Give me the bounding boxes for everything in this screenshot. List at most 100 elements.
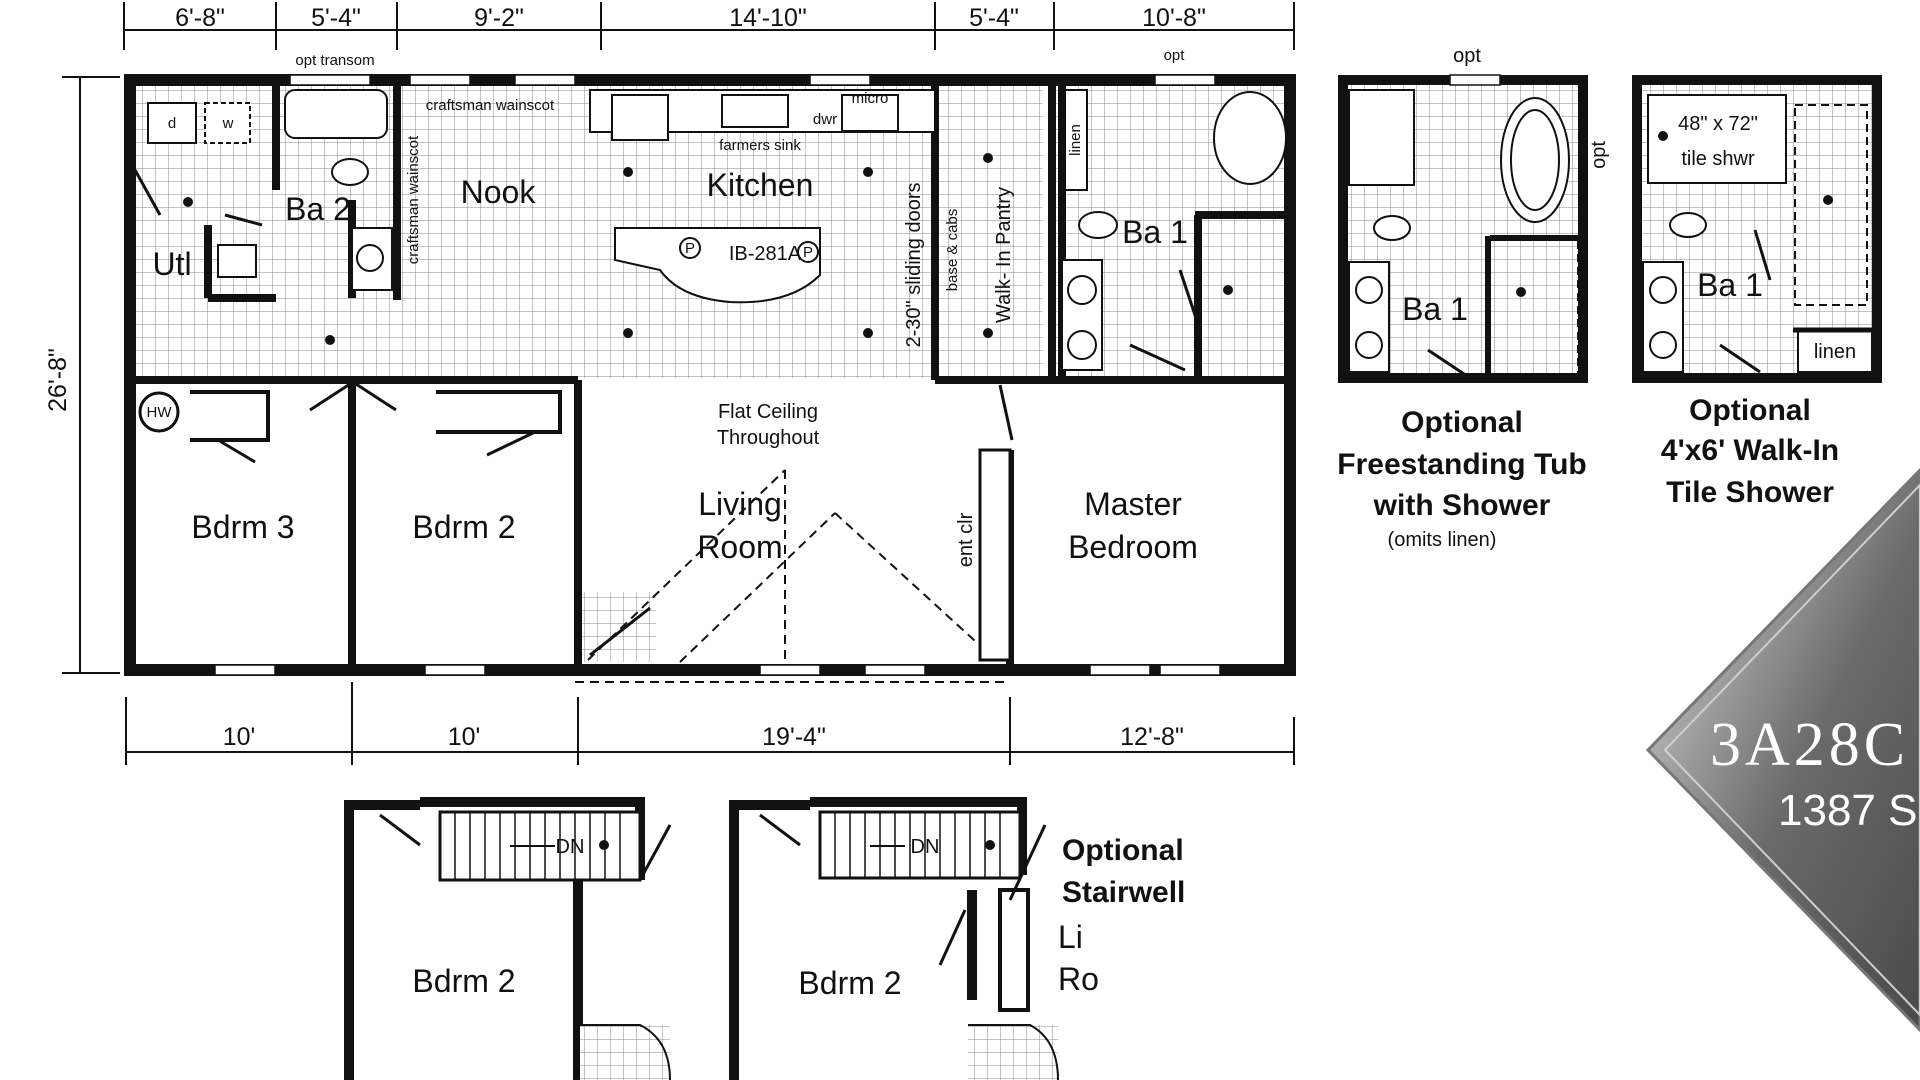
utility-sink (217, 244, 257, 278)
room-living-2: Room (697, 529, 782, 565)
stairwell-plan-1 (344, 797, 672, 1080)
door-swings (133, 169, 1202, 464)
dim-top-3: 9'-2" (474, 4, 524, 32)
flat-ceiling-2: Throughout (717, 427, 820, 449)
stairwell-living-1: Li (1058, 919, 1083, 955)
dim-bottom-2: 10' (448, 723, 481, 751)
walk-in-pantry-label: Walk- In Pantry (993, 187, 1015, 323)
washer-label: w (222, 115, 234, 132)
option-tub-title-1: Optional (1401, 406, 1523, 439)
base-cabs-label: base & cabs (944, 209, 961, 292)
option-shower-title-1: Optional (1689, 394, 1811, 427)
room-master-2: Bedroom (1068, 529, 1198, 565)
bath1-toilet (1078, 211, 1118, 239)
option-shower-linen: linen (1814, 341, 1856, 363)
option-shower-room: Ba 1 (1697, 267, 1763, 303)
water-heater (138, 391, 180, 433)
opt-transom-label: opt transom (295, 52, 374, 69)
kitchen-island (614, 227, 821, 304)
room-bdrm2: Bdrm 2 (412, 509, 515, 545)
bottom-dimensions (125, 682, 1295, 765)
dwr-label: dwr (813, 111, 837, 128)
washer-dryer (147, 102, 251, 144)
stairwell-title-2: Stairwell (1062, 876, 1185, 909)
sliding-doors-label: 2-30" sliding doors (903, 183, 925, 348)
stairwell-title-1: Optional (1062, 834, 1184, 867)
dim-top-4: 14'-10" (729, 4, 807, 32)
linen-label: linen (1067, 124, 1084, 156)
brand-code: 3A28C (1710, 711, 1909, 779)
room-master-1: Master (1084, 486, 1182, 522)
side-dimension (62, 76, 120, 674)
option-shower-title-2: 4'x6' Walk-In (1661, 434, 1839, 467)
bath1-sink-1 (1067, 275, 1097, 305)
dim-bottom-4: 12'-8" (1120, 723, 1184, 751)
dim-top-5: 5'-4" (969, 4, 1019, 32)
island-p1-label: P (685, 240, 695, 257)
opt-top-label: opt (1164, 47, 1186, 64)
room-bdrm3: Bdrm 3 (191, 509, 294, 545)
stairwell-dn-2: DN (911, 836, 940, 858)
stairwell-bdrm-1: Bdrm 2 (412, 963, 515, 999)
island-label: IB-281A (729, 243, 802, 265)
farmers-sink (721, 94, 789, 128)
room-utl: Utl (152, 246, 191, 282)
option-shower-title-3: Tile Shower (1666, 476, 1834, 509)
main-plan: d w HW opt transom micro dwr farmers sin… (124, 47, 1296, 683)
micro-label: micro (852, 90, 889, 107)
dim-bottom-1: 10' (223, 723, 256, 751)
brand-sqft: 1387 S (1778, 786, 1917, 835)
closets (190, 390, 562, 442)
island-p1 (679, 237, 701, 259)
bath1-tub (1213, 91, 1287, 185)
water-heater-label: HW (147, 404, 173, 421)
brand-badge (1645, 467, 1920, 1033)
option-shower-size-2: tile shwr (1681, 148, 1755, 170)
dryer-label: d (168, 115, 176, 132)
farmers-sink-label: farmers sink (719, 137, 801, 154)
bath2-sink (356, 244, 384, 272)
ceiling-lights (183, 153, 1233, 345)
option-tub-opt-side: opt (1588, 141, 1610, 169)
ceiling-lines (575, 469, 1010, 683)
windows (214, 74, 1221, 676)
fridge (611, 94, 669, 141)
island-p2 (797, 241, 819, 263)
entry-floor (578, 592, 656, 662)
stairwell-living-2: Ro (1058, 961, 1099, 997)
ent-clr-label: ent clr (955, 512, 977, 567)
stairwell-dn-1: DN (556, 836, 585, 858)
option-shower-plan (1632, 75, 1882, 383)
stairwell-bdrm-2: Bdrm 2 (798, 965, 901, 1001)
top-dimensions (123, 2, 1295, 50)
dim-top-6: 10'-8" (1142, 4, 1206, 32)
option-tub-opt-top: opt (1453, 45, 1481, 67)
stairwell-plan-2 (729, 797, 1059, 1080)
option-tub-title-2: Freestanding Tub (1337, 448, 1586, 481)
exterior-walls (124, 74, 1296, 676)
craftsman-wainscot-side: craftsman wainscot (405, 135, 422, 264)
entry-closet (978, 448, 1012, 662)
option-shower-size-1: 48" x 72" (1678, 113, 1758, 135)
bath1-shower (1199, 217, 1287, 379)
room-ba2: Ba 2 (285, 191, 351, 227)
entry-stair-rail (589, 606, 651, 657)
island-p2-label: P (803, 244, 813, 261)
option-tub-title-3: with Shower (1373, 489, 1551, 522)
room-living-1: Living (698, 486, 782, 522)
linen-closet (1064, 89, 1088, 191)
option-tub-room: Ba 1 (1402, 291, 1468, 327)
room-ba1: Ba 1 (1122, 214, 1188, 250)
bath2-toilet (331, 158, 369, 186)
bath2-tub (284, 89, 388, 139)
flat-ceiling-1: Flat Ceiling (718, 401, 818, 423)
craftsman-wainscot-top: craftsman wainscot (426, 97, 555, 114)
option-tub-plan (1338, 74, 1588, 383)
option-tub-note: (omits linen) (1388, 529, 1497, 551)
room-nook: Nook (461, 174, 537, 210)
dim-bottom-3: 19'-4" (762, 723, 826, 751)
dim-top-2: 5'-4" (311, 4, 361, 32)
range (841, 94, 899, 132)
bath1-sink-2 (1067, 330, 1097, 360)
